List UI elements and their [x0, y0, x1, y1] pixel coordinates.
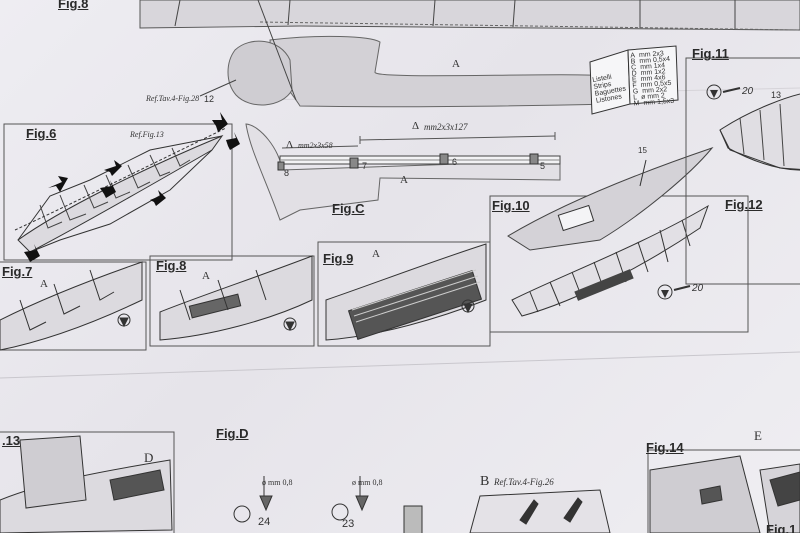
part-number-7: 7	[362, 161, 368, 171]
legend-title: Listelli Strips Baguettes Listones	[592, 71, 630, 105]
fig6-hull-drawing	[14, 127, 227, 253]
figD-drawing	[233, 476, 423, 533]
fig6-frame	[3, 123, 233, 261]
fig8-label: Fig.8	[156, 258, 187, 273]
part-number-8: 8	[284, 168, 290, 178]
fig10-nail-icon	[657, 284, 691, 300]
part-number-6: 6	[452, 157, 458, 167]
letter-a-fig8: A	[202, 270, 210, 282]
fig11-label: Fig.11	[692, 46, 729, 61]
part-number-13: 13	[771, 90, 782, 100]
figD-label: Fig.D	[216, 426, 249, 441]
delta-symbol-short: Δ	[286, 139, 294, 151]
fig8-drawing	[159, 255, 313, 341]
part-number-20-fig11: 20	[742, 86, 754, 97]
letter-e-fig14: E	[754, 428, 762, 443]
fig13-drawing	[0, 431, 175, 533]
fold-line	[0, 351, 800, 379]
fig11-hull-drawing	[706, 84, 800, 171]
figC-label: Fig.C	[332, 201, 365, 216]
diameter-label-1: ø mm 0,8	[262, 478, 293, 487]
fig6-arrows	[24, 112, 240, 262]
legend-code: M	[633, 100, 640, 108]
diameter-label-2: ø mm 0,8	[352, 478, 383, 487]
part-number-15: 15	[638, 146, 647, 155]
letter-a-figC: A	[400, 174, 408, 186]
letter-a-fig7: A	[40, 278, 48, 290]
letter-a-top: A	[452, 58, 460, 70]
fig6-reference: Ref.Fig.13	[130, 130, 164, 139]
part-number-24: 24	[258, 516, 271, 528]
figB-bottom-drawing	[469, 489, 611, 533]
part-number-23: 23	[342, 518, 355, 530]
letter-d-fig13: D	[144, 450, 154, 465]
fig7-frame	[0, 261, 147, 351]
top-reference: Ref.Tav.4-Fig.28	[146, 94, 200, 103]
part-number-20-fig10: 20	[692, 283, 704, 294]
fig10-label: Fig.10	[492, 198, 530, 213]
fig14-label: Fig.14	[646, 440, 684, 455]
legend-booklet	[589, 45, 679, 115]
fig6-label: Fig.6	[26, 126, 57, 141]
fig9-drawing	[325, 243, 487, 341]
delta-symbol-long: Δ	[412, 120, 420, 132]
fig15-label: Fig.1	[766, 522, 797, 533]
fig7-label: Fig.7	[2, 264, 33, 279]
dimension-long: mm2x3x127	[424, 122, 468, 132]
letter-a-fig9: A	[372, 248, 380, 260]
fig13-label: .13	[2, 433, 21, 448]
figC-keel-drawing	[245, 123, 561, 221]
fig8-top-hull-drawing	[139, 0, 800, 31]
fig11-frame	[685, 57, 800, 285]
letter-b-bottom: B	[480, 474, 490, 489]
part-number-12: 12	[204, 94, 215, 104]
fig8-top-label: Fig.8	[58, 0, 89, 11]
part-number-5: 5	[540, 161, 546, 171]
fig10-deck-drawing	[507, 146, 714, 317]
fig9-frame	[317, 241, 491, 347]
dimension-short: mm2x3x58	[298, 141, 333, 150]
fig9-label: Fig.9	[323, 251, 354, 266]
fig8-frame	[149, 255, 315, 347]
fig14-drawing	[647, 449, 800, 533]
fig12-label: Fig.12	[725, 197, 763, 212]
fig7-drawing	[0, 261, 143, 351]
bottom-reference: Ref.Tav.4-Fig.26	[494, 477, 554, 487]
